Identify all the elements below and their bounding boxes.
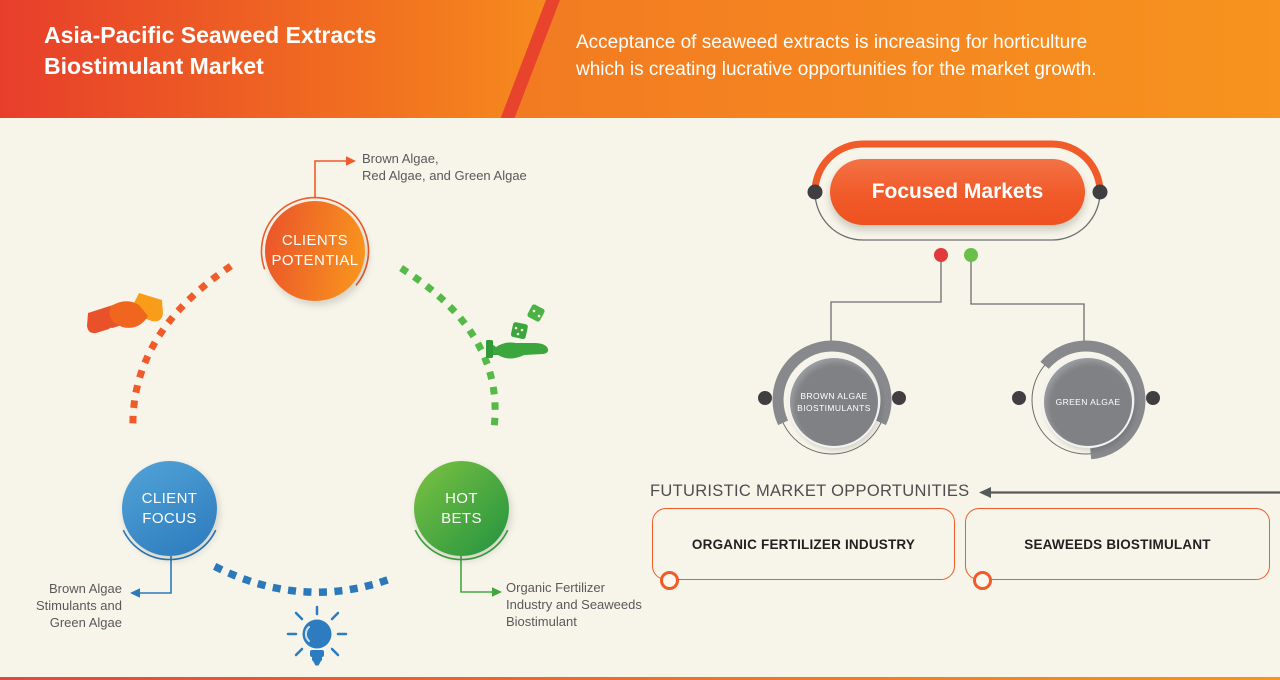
annotation-clients-potential: Brown Algae, Red Algae, and Green Algae [362, 151, 527, 183]
cycle-node-clients-potential: CLIENTS POTENTIAL [265, 201, 365, 301]
header-background-left [0, 0, 560, 118]
bottom-accent-strip [0, 677, 1280, 680]
brown-algae-node-ring [758, 340, 906, 455]
anchor-dot-left [807, 184, 823, 200]
branch-dot-red [934, 248, 948, 262]
market-node-brown-algae: BROWN ALGAE BIOSTIMULANTS [788, 356, 880, 448]
focused-markets-outline [807, 140, 1108, 241]
branch-dot-green [964, 248, 978, 262]
cycle-node-client-focus: CLIENT FOCUS [122, 461, 217, 556]
green-algae-node-ring [1012, 340, 1160, 460]
annotation-client-focus: Brown Algae Stimulants and Green Algae [36, 581, 122, 630]
market-node-green-algae: GREEN ALGAE [1042, 356, 1134, 448]
dotted-arc-green [399, 265, 499, 432]
opportunities-heading: FUTURISTIC MARKET OPPORTUNITIES [650, 482, 970, 500]
dotted-arc-blue [212, 562, 403, 596]
dice-hand-icon [486, 304, 549, 359]
lightbulb-icon [286, 605, 348, 666]
opportunity-box-label: ORGANIC FERTILIZER INDUSTRY [691, 536, 916, 552]
corner-circle-icon [973, 571, 992, 590]
opportunity-box-seaweeds-biostimulant: SEAWEEDS BIOSTIMULANT [965, 508, 1270, 590]
arrow-left-icon [130, 588, 140, 598]
hot-bets-connector [460, 556, 502, 597]
tree-connectors [830, 262, 1085, 345]
page-title: Asia-Pacific Seaweed Extracts Biostimula… [44, 22, 377, 79]
opportunities-arrow [979, 487, 1280, 498]
corner-circle-icon [660, 571, 679, 590]
header-banner: Asia-Pacific Seaweed Extracts Biostimula… [0, 0, 1280, 118]
arrow-left-icon [979, 487, 991, 498]
arrow-right-icon [346, 156, 356, 166]
clients-potential-ring [260, 196, 370, 286]
handshake-icon [87, 293, 163, 339]
focused-markets-pill: Focused Markets [830, 159, 1085, 225]
client-focus-connector [130, 556, 172, 598]
opportunity-box-organic-fertilizer: ORGANIC FERTILIZER INDUSTRY [652, 508, 955, 590]
arrow-right-icon [492, 587, 502, 597]
opportunity-box-label: SEAWEEDS BIOSTIMULANT [1024, 536, 1211, 552]
dotted-arc-orange [129, 263, 233, 434]
annotation-hot-bets: Organic Fertilizer Industry and Seaweeds… [506, 580, 642, 629]
anchor-dot-right [1092, 184, 1108, 200]
page-subtitle: Acceptance of seaweed extracts is increa… [576, 32, 1097, 80]
client-focus-ring [122, 529, 217, 561]
cycle-node-hot-bets: HOT BETS [414, 461, 509, 556]
clients-potential-connector [314, 156, 356, 198]
